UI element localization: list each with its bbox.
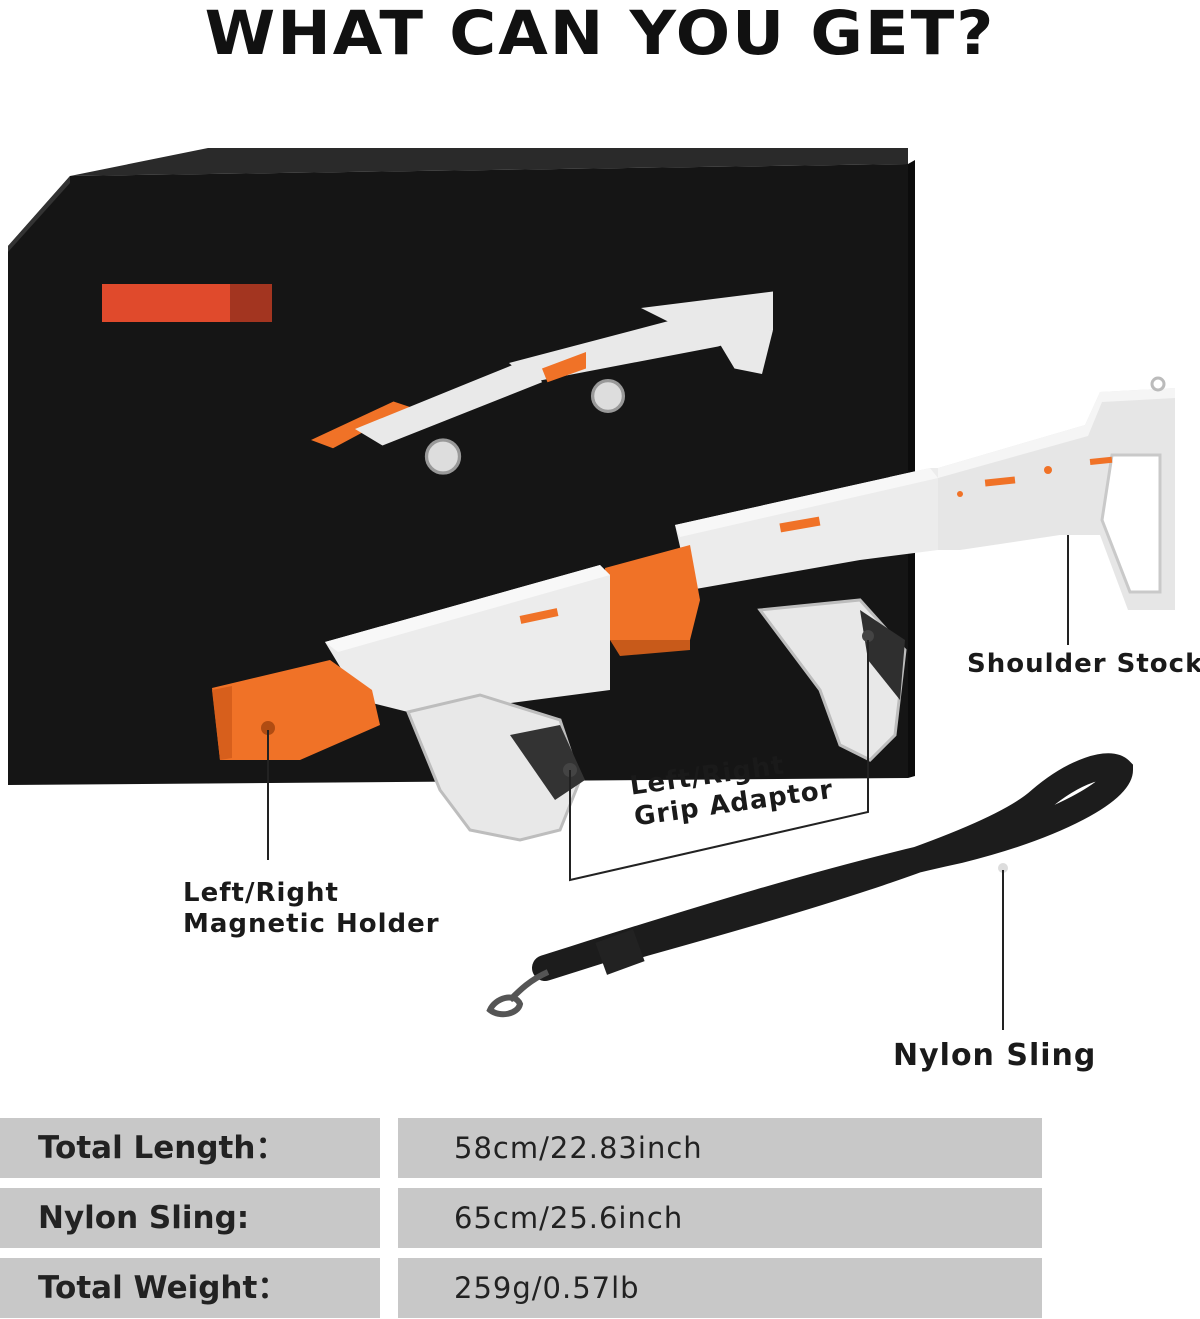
box-gun-print bbox=[311, 291, 773, 475]
spec-row-length: Total Length： 58cm/22.83inch bbox=[0, 1118, 1200, 1178]
label-nylon-sling: Nylon Sling bbox=[893, 1040, 1096, 1071]
label-shoulder-stock: Shoulder Stock bbox=[967, 649, 1200, 680]
page-title: WHAT CAN YOU GET? bbox=[204, 0, 996, 70]
label-sling-text: Nylon Sling bbox=[893, 1038, 1097, 1073]
product-illustration bbox=[8, 148, 1175, 1030]
spec-value: 58cm/22.83inch bbox=[398, 1118, 1042, 1178]
spec-value: 259g/0.57lb bbox=[398, 1258, 1042, 1318]
label-magnetic-holder: Left/Right Magnetic Holder bbox=[183, 878, 440, 940]
spec-row-weight: Total Weight： 259g/0.57lb bbox=[0, 1258, 1200, 1318]
product-scene bbox=[0, 70, 1200, 1110]
label-magnet-line2: Magnetic Holder bbox=[183, 909, 440, 939]
spec-key: Total Weight： bbox=[0, 1258, 380, 1318]
nylon-sling bbox=[486, 753, 1134, 1018]
spec-key: Nylon Sling: bbox=[0, 1188, 380, 1248]
spec-value: 65cm/25.6inch bbox=[398, 1188, 1042, 1248]
magnetic-holder-dot bbox=[261, 721, 275, 735]
main-gun bbox=[212, 376, 1175, 842]
spec-key: Total Length： bbox=[0, 1118, 380, 1178]
label-magnet-line1: Left/Right bbox=[183, 878, 339, 908]
leader-lines bbox=[267, 535, 1069, 1030]
label-shoulder-stock-text: Shoulder Stock bbox=[967, 649, 1200, 679]
spec-row-sling: Nylon Sling: 65cm/25.6inch bbox=[0, 1188, 1200, 1248]
